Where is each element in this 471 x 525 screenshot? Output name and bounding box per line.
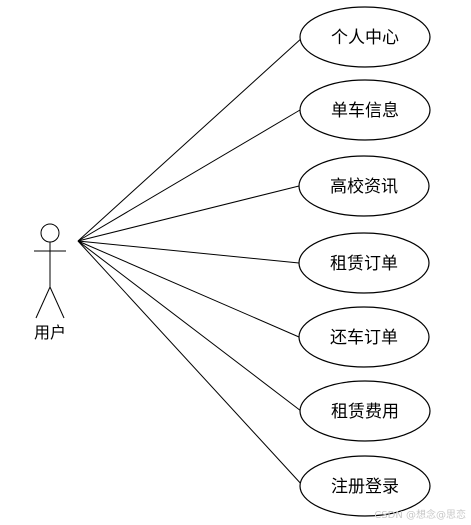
use-case-label: 还车订单 [330,328,398,348]
actor-head [40,223,60,243]
actor-label: 用户 [34,323,66,342]
use-case-return-orders: 还车订单 [298,306,430,368]
use-case-register-login: 注册登录 [299,455,431,517]
use-case-label: 租赁订单 [330,254,398,274]
association-line-rental-orders [77,240,300,264]
use-case-label: 租赁费用 [331,402,399,422]
use-case-bike-info: 单车信息 [299,79,431,141]
use-case-rental-orders: 租赁订单 [298,232,430,294]
association-lines [77,36,304,487]
use-case-label: 高校资讯 [330,177,398,197]
association-line-bike-info [77,109,301,242]
association-line-rental-fees [77,240,302,412]
association-line-return-orders [77,240,300,338]
association-line-campus-news [77,185,300,242]
actor-left-leg [35,286,51,319]
use-case-campus-news: 高校资讯 [298,155,430,217]
use-case-rental-fees: 租赁费用 [299,380,431,442]
association-line-personal-center [77,36,304,242]
actor-user: 用户 [34,223,66,342]
use-case-personal-center: 个人中心 [299,6,431,68]
actor-right-leg [49,286,65,319]
association-line-register-login [77,240,304,487]
use-case-label: 个人中心 [331,28,399,48]
use-case-label: 注册登录 [331,477,399,497]
use-case-label: 单车信息 [331,101,399,121]
watermark: CSDN @想念@思恋 [374,508,466,521]
